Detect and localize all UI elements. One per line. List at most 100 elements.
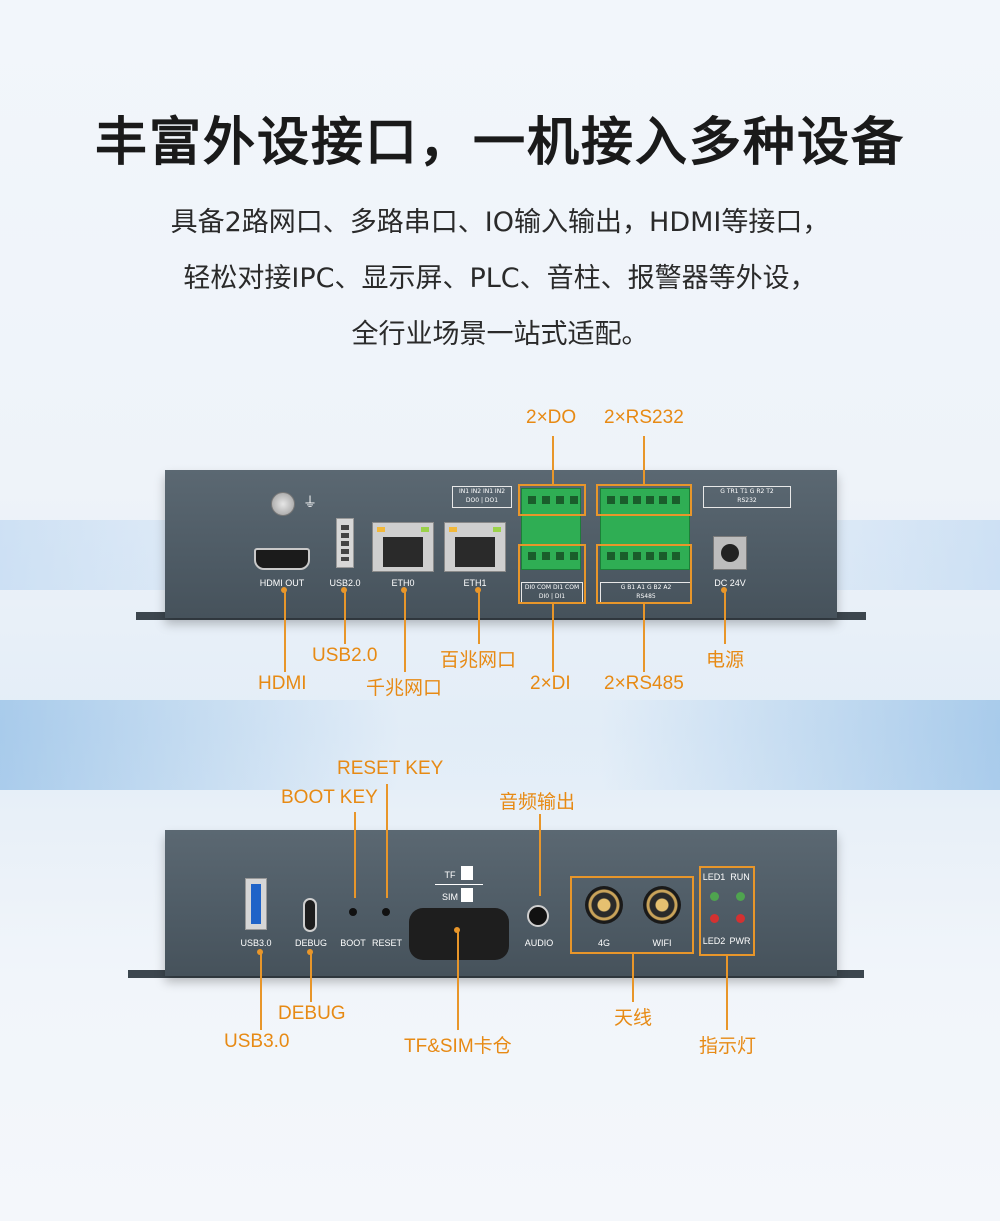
- pwr-label: PWR: [729, 936, 751, 946]
- terminal-pin: [620, 552, 628, 560]
- callout-line: [552, 604, 554, 672]
- tf-card-icon: [461, 866, 473, 880]
- audio-jack: [527, 905, 549, 927]
- terminal-pin: [659, 496, 667, 504]
- terminal-pin: [633, 496, 641, 504]
- callout-fast-ethernet: 百兆网口: [440, 650, 517, 671]
- hdmi-out-label: HDMI OUT: [259, 578, 305, 588]
- indicator-highlight-box: [699, 866, 755, 956]
- background-band: [0, 700, 1000, 790]
- run-indicator: [736, 892, 745, 901]
- callout-line: [632, 954, 634, 1002]
- ground-symbol-icon: ⏚: [303, 495, 317, 511]
- callout-reset-key: RESET KEY: [337, 758, 444, 779]
- rs232-highlight-box: [596, 484, 692, 516]
- callout-dot: [281, 587, 287, 593]
- terminal-pin: [672, 552, 680, 560]
- callout-tf-sim-slot: TF&SIM卡仓: [404, 1036, 512, 1057]
- callout-rs485: 2×RS485: [604, 673, 684, 694]
- do-highlight-box: [518, 484, 586, 516]
- tf-sim-divider: [435, 884, 483, 885]
- eth1-port: [444, 522, 506, 572]
- terminal-pin: [672, 496, 680, 504]
- callout-line: [354, 812, 356, 898]
- terminal-pin: [542, 496, 550, 504]
- terminal-pin: [556, 496, 564, 504]
- led2-indicator: [710, 914, 719, 923]
- callout-indicator: 指示灯: [699, 1036, 757, 1057]
- callout-usb3: USB3.0: [224, 1031, 290, 1052]
- callout-line: [344, 590, 346, 644]
- terminal-pin: [646, 496, 654, 504]
- do-strip-label: IN1 IN2 IN1 IN2 DO0 | DO1: [452, 486, 512, 508]
- callout-dot: [257, 949, 263, 955]
- eth0-port: [372, 522, 434, 572]
- terminal-pin: [570, 552, 578, 560]
- terminal-pin: [633, 552, 641, 560]
- callout-dot: [475, 587, 481, 593]
- usb3-port: [245, 878, 267, 930]
- usb2-label: USB2.0: [329, 578, 361, 588]
- dc-24v-label: DC 24V: [714, 578, 746, 588]
- callout-line: [457, 930, 459, 1030]
- sim-card-icon: [461, 888, 473, 902]
- debug-label: DEBUG: [294, 938, 327, 948]
- callout-boot-key: BOOT KEY: [281, 787, 378, 808]
- terminal-pin: [556, 552, 564, 560]
- callout-dot: [401, 587, 407, 593]
- dc-power-jack: [713, 536, 747, 570]
- boot-key-button[interactable]: [349, 908, 357, 916]
- callout-line: [539, 814, 541, 896]
- antenna-wifi-connector: [643, 886, 681, 924]
- callout-line: [643, 604, 645, 672]
- callout-line: [478, 590, 480, 644]
- callout-line: [726, 956, 728, 1030]
- callout-hdmi: HDMI: [258, 673, 307, 694]
- callout-audio-out: 音频输出: [499, 792, 576, 813]
- callout-line: [552, 436, 554, 484]
- usb2-port: [336, 518, 354, 568]
- callout-dot: [307, 949, 313, 955]
- terminal-pin: [659, 552, 667, 560]
- led2-label: LED2: [702, 936, 726, 946]
- run-label: RUN: [730, 872, 750, 882]
- callout-usb2: USB2.0: [312, 645, 378, 666]
- led1-label: LED1: [702, 872, 726, 882]
- callout-power: 电源: [706, 650, 745, 671]
- callout-do: 2×DO: [526, 407, 577, 428]
- callout-gigabit-ethernet: 千兆网口: [366, 678, 443, 699]
- terminal-pin: [607, 552, 615, 560]
- callout-rs232: 2×RS232: [604, 407, 684, 428]
- ground-screw-icon: [271, 492, 295, 516]
- callout-line: [284, 590, 286, 672]
- rs232-strip-label: G TR1 T1 G R2 T2 RS232: [703, 486, 791, 508]
- callout-line: [643, 436, 645, 484]
- callout-dot: [454, 927, 460, 933]
- callout-debug: DEBUG: [278, 1003, 346, 1024]
- usb3-label: USB3.0: [240, 938, 272, 948]
- callout-line: [260, 952, 262, 1030]
- terminal-pin: [542, 552, 550, 560]
- audio-label: AUDIO: [524, 938, 554, 948]
- eth1-label: ETH1: [463, 578, 487, 588]
- page-title: 丰富外设接口，一机接入多种设备: [94, 113, 905, 173]
- terminal-pin: [528, 496, 536, 504]
- debug-usb-c-port: [303, 898, 317, 932]
- di-highlight-box: [518, 544, 586, 604]
- terminal-pin: [570, 496, 578, 504]
- callout-line: [404, 590, 406, 672]
- callout-antenna: 天线: [614, 1008, 653, 1029]
- terminal-pin: [620, 496, 628, 504]
- terminal-pin: [607, 496, 615, 504]
- terminal-pin: [528, 552, 536, 560]
- callout-di: 2×DI: [530, 673, 571, 694]
- tf-sim-slot-cover: [409, 908, 509, 960]
- hdmi-port: [254, 548, 310, 570]
- pwr-indicator: [736, 914, 745, 923]
- rear-panel: USB3.0 DEBUG BOOT RESET TF SIM AUDIO 4G …: [165, 830, 837, 976]
- reset-key-button[interactable]: [382, 908, 390, 916]
- callout-line: [724, 590, 726, 644]
- callout-line: [310, 952, 312, 1002]
- subtitle-line: 轻松对接IPC、显示屏、PLC、音柱、报警器等外设，: [183, 263, 817, 294]
- subtitle-line: 具备2路网口、多路串口、IO输入输出，HDMI等接口，: [170, 207, 830, 238]
